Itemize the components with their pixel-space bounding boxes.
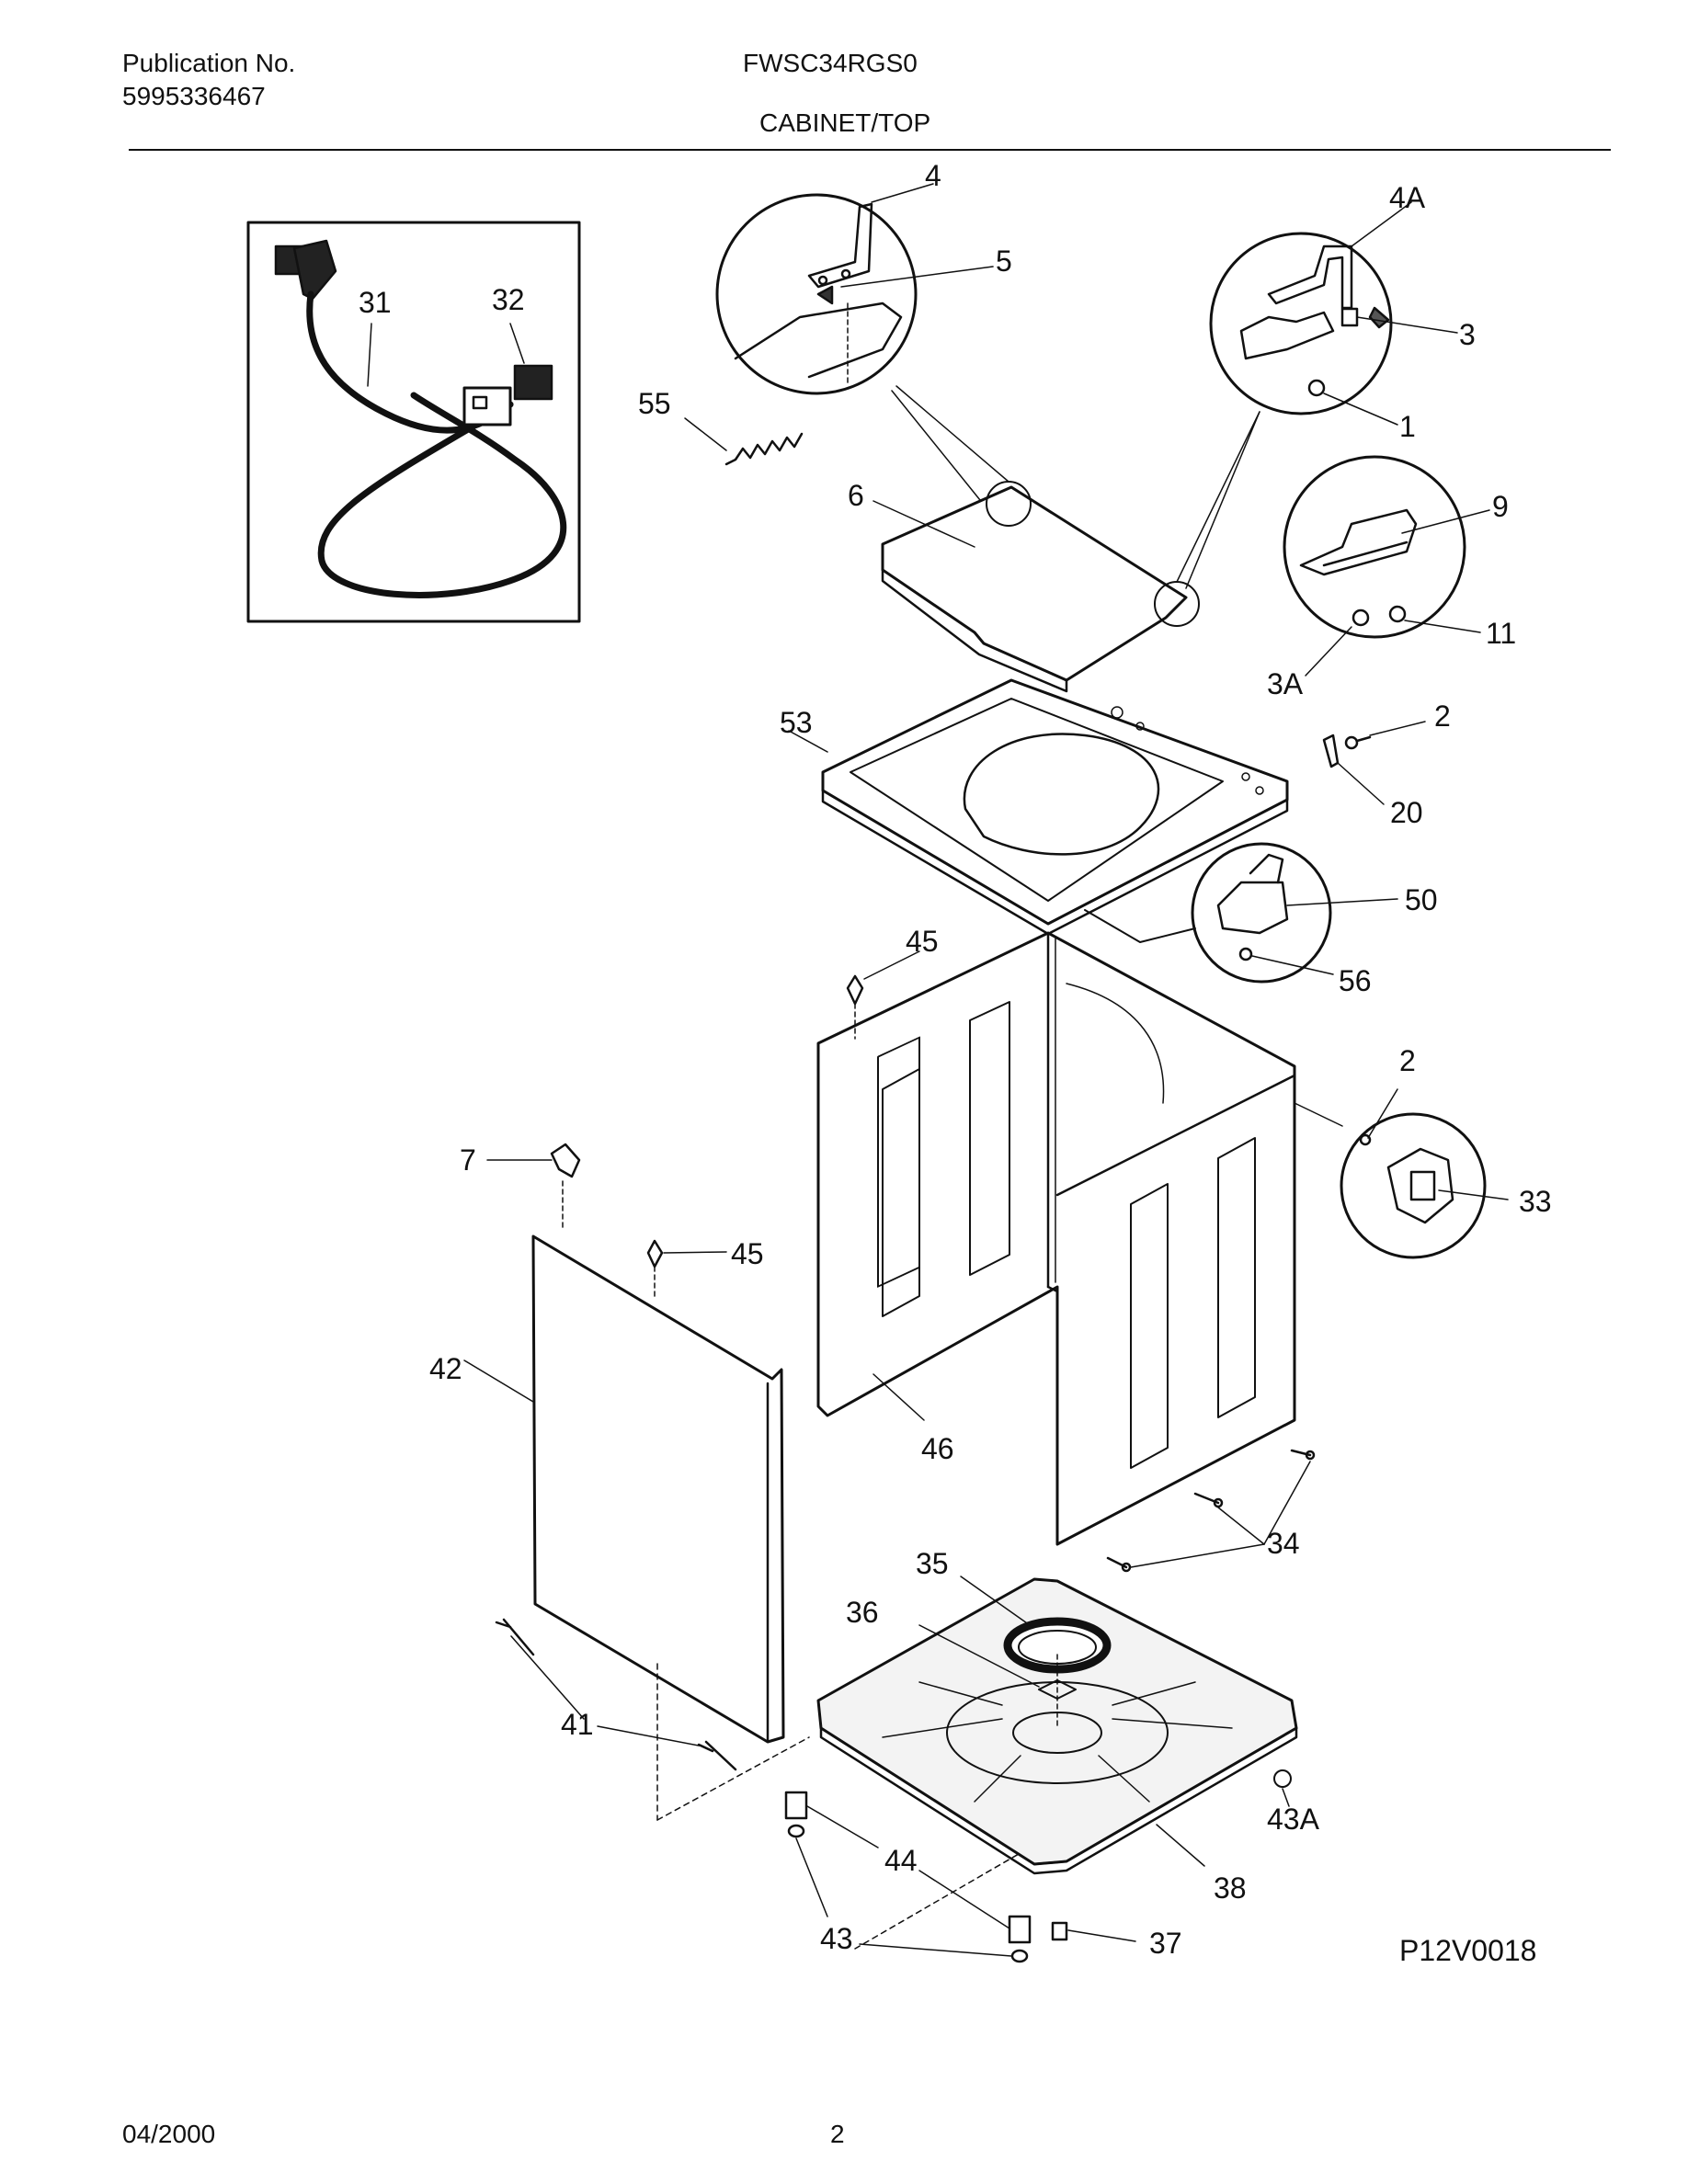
callout-42: 42	[429, 1352, 462, 1385]
callout-labels: 4 4A 5 3 1 31 32 55 6 9 11 3A 53 2 20 50…	[359, 159, 1552, 1967]
page-number: 2	[830, 2120, 845, 2148]
callout-2-top: 2	[1434, 700, 1451, 733]
callout-32: 32	[492, 283, 525, 316]
detail-circle-bracket-33	[1294, 1088, 1509, 1259]
detail-circle-hinge-left	[715, 183, 1008, 534]
header-rule	[129, 149, 1611, 151]
screws-34	[1106, 1449, 1316, 1573]
callout-45-top: 45	[906, 925, 939, 958]
pin-45-top	[846, 950, 920, 1040]
callout-38: 38	[1214, 1871, 1247, 1905]
callout-36: 36	[846, 1596, 879, 1629]
callout-34: 34	[1267, 1527, 1300, 1560]
callout-7: 7	[460, 1143, 476, 1177]
callout-33: 33	[1519, 1185, 1552, 1218]
callout-50: 50	[1405, 883, 1438, 916]
callout-41: 41	[561, 1708, 594, 1741]
callout-4: 4	[925, 159, 941, 192]
lid-part-6	[873, 385, 1260, 693]
screws-41	[495, 1618, 737, 1771]
base-38	[816, 1575, 1298, 1875]
front-panel-42	[463, 1234, 785, 1744]
callout-37: 37	[1149, 1927, 1182, 1960]
callout-53: 53	[780, 706, 813, 739]
detail-circle-hinge-right	[1185, 201, 1458, 589]
callout-43a: 43A	[1267, 1803, 1320, 1836]
callout-43: 43	[820, 1922, 853, 1955]
clip-7	[486, 1143, 581, 1228]
guide-lines	[656, 1663, 1031, 1950]
detail-circle-lid-switch	[1283, 455, 1490, 677]
callout-46: 46	[921, 1432, 954, 1465]
callout-20: 20	[1390, 796, 1423, 829]
callout-6: 6	[848, 479, 864, 512]
publication-number: 5995336467	[122, 82, 266, 110]
callout-56: 56	[1339, 964, 1372, 997]
footer-date: 04/2000	[122, 2120, 216, 2148]
model-number: FWSC34RGS0	[743, 49, 918, 77]
callout-3a: 3A	[1267, 667, 1304, 700]
callout-5: 5	[996, 245, 1012, 278]
callout-4a: 4A	[1389, 181, 1426, 214]
diagram-code: P12V0018	[1399, 1934, 1536, 1967]
cabinet-46	[816, 931, 1296, 1546]
callout-2-mid: 2	[1399, 1044, 1416, 1077]
callout-35: 35	[916, 1547, 949, 1580]
callout-1: 1	[1399, 410, 1416, 443]
lid-spring	[684, 417, 804, 466]
leveling-feet	[784, 1791, 1136, 1963]
screw-and-bracket-top	[1322, 721, 1426, 805]
callout-9: 9	[1492, 490, 1509, 523]
terminal-block-icon	[513, 364, 553, 401]
top-panel-53	[788, 678, 1289, 943]
section-title: CABINET/TOP	[759, 108, 931, 137]
callout-44: 44	[884, 1844, 918, 1877]
callout-31: 31	[359, 286, 392, 319]
detail-circle-bracket-50	[1191, 842, 1398, 984]
power-cord-inset	[246, 221, 581, 623]
callout-45-front: 45	[731, 1237, 764, 1270]
callout-55: 55	[638, 387, 671, 420]
publication-label: Publication No.	[122, 49, 296, 77]
callout-11: 11	[1486, 617, 1516, 650]
callout-3: 3	[1459, 318, 1476, 351]
